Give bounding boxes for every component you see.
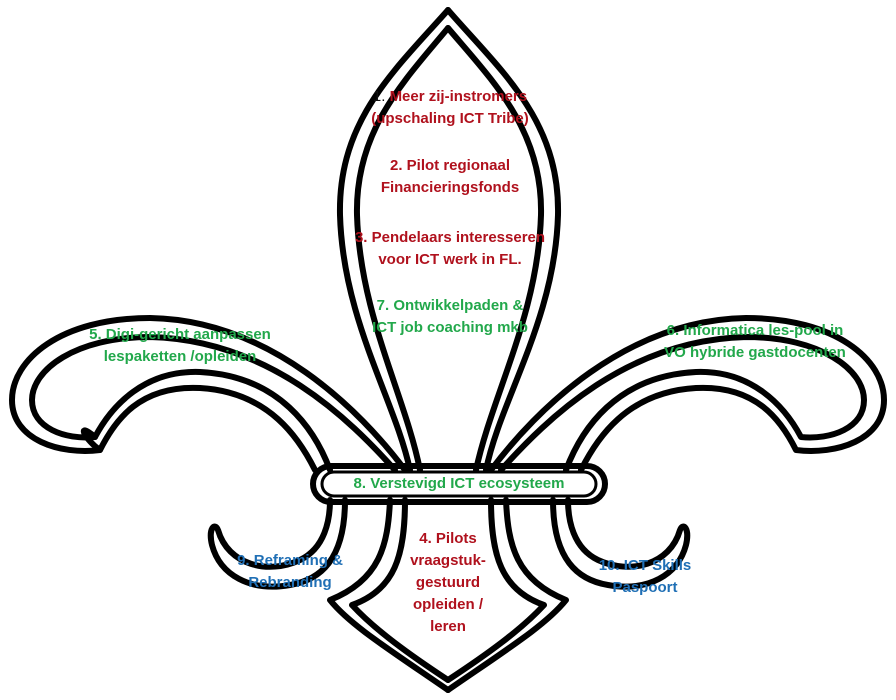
bottom-right-lobe bbox=[550, 497, 691, 590]
item-9-line2: Rebranding bbox=[248, 574, 332, 591]
item-4-label: 4. Pilots vraagstuk- gestuurd opleiden /… bbox=[393, 528, 503, 638]
item-1-line2: (upschaling ICT Tribe) bbox=[371, 110, 529, 127]
item-3-label: 3. Pendelaars interesseren voor ICT werk… bbox=[320, 227, 580, 271]
bottom-stem-left bbox=[327, 497, 451, 693]
item-1-line1: 1. Meer zij-instromers bbox=[330, 86, 570, 108]
item-6-label: 6. Informatica les-pool in VO hybride ga… bbox=[620, 320, 890, 364]
item-10-line2: Paspoort bbox=[612, 579, 678, 596]
item-4-line4: opleiden / bbox=[412, 596, 483, 613]
item-1-label: 1. Meer zij-instromers (upschaling ICT T… bbox=[330, 86, 570, 130]
item-8-label: 8. Verstevigd ICT ecosysteem bbox=[322, 474, 596, 494]
item-3-line1: 3. Pendelaars interesseren bbox=[354, 229, 546, 246]
central-petal-inner-right bbox=[445, 25, 545, 473]
item-7-line1: 7. Ontwikkelpaden & bbox=[376, 297, 524, 314]
bottom-stem-right bbox=[445, 497, 569, 693]
item-2-line2: Financieringsfonds bbox=[380, 179, 520, 196]
bottom-left-lobe bbox=[207, 497, 348, 590]
item-6-line2: VO hybride gastdocenten bbox=[664, 344, 846, 361]
item-2-line1: 2. Pilot regionaal bbox=[389, 157, 511, 174]
item-7-label: 7. Ontwikkelpaden & ICT job coaching mkb bbox=[330, 295, 570, 339]
item-4-line1: 4. Pilots bbox=[419, 530, 477, 547]
right-curl-inner bbox=[498, 334, 867, 473]
central-petal-outer bbox=[336, 7, 451, 473]
item-10-label: 10. ICT Skills Paspoort bbox=[570, 555, 720, 599]
item-6-line1: 6. Informatica les-pool in bbox=[666, 322, 844, 339]
item-5-line1: 5. Digi-gericht aanpassen bbox=[89, 326, 271, 343]
item-3-line2: voor ICT werk in FL. bbox=[378, 251, 522, 268]
item-7-line2: ICT job coaching mkb bbox=[372, 319, 528, 336]
center-band-outer bbox=[310, 463, 608, 505]
item-9-label: 9. Reframing & Rebranding bbox=[215, 550, 365, 594]
central-petal-inner-left bbox=[353, 25, 451, 473]
bottom-stem-inner-left bbox=[349, 497, 451, 683]
item-9-line1: 9. Reframing & bbox=[237, 552, 343, 569]
item-4-line2: vraagstuk- bbox=[410, 552, 486, 569]
item-10-line1: 10. ICT Skills bbox=[598, 557, 692, 574]
left-curl-inner bbox=[29, 334, 398, 473]
bottom-stem-inner-right bbox=[445, 497, 547, 683]
right-curl-outer bbox=[488, 315, 887, 473]
item-1-number: 1. bbox=[372, 88, 386, 105]
item-5-line2: lespaketten /opleiden bbox=[103, 348, 257, 365]
item-4-line3: gestuurd bbox=[415, 574, 481, 591]
item-4-line5: leren bbox=[430, 618, 466, 635]
left-curl-tip bbox=[80, 427, 103, 453]
item-2-label: 2. Pilot regionaal Financieringsfonds bbox=[330, 155, 570, 199]
item-1-title: Meer zij-instromers bbox=[389, 88, 528, 105]
item-8-text: 8. Verstevigd ICT ecosysteem bbox=[353, 475, 565, 492]
center-band-inner bbox=[320, 470, 598, 498]
item-5-label: 5. Digi-gericht aanpassen lespaketten /o… bbox=[50, 324, 310, 368]
left-curl-outer bbox=[9, 315, 408, 473]
central-petal-outer-right bbox=[445, 7, 562, 473]
